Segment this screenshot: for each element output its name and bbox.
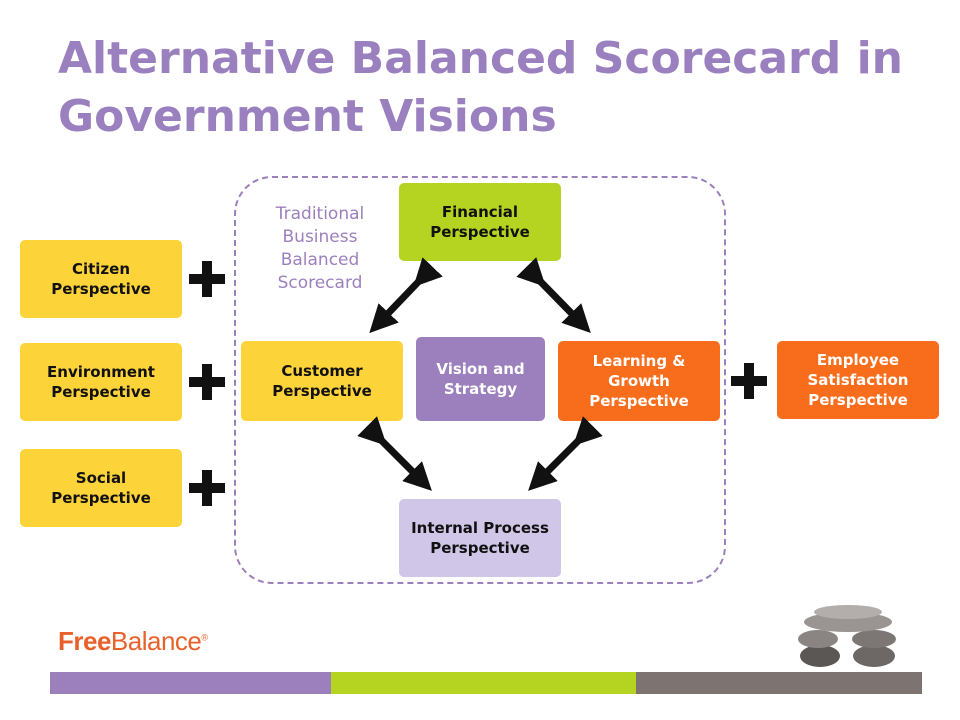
logo-text-balance: Balance bbox=[110, 626, 202, 656]
traditional-scorecard-label: Traditional Business Balanced Scorecard bbox=[275, 204, 365, 293]
footer-bar-gray bbox=[636, 672, 922, 694]
slide-title: Alternative Balanced Scorecard in Govern… bbox=[58, 33, 903, 142]
plus-icon bbox=[189, 261, 225, 297]
learning-growth-perspective-box: Learning & Growth Perspective bbox=[558, 341, 720, 421]
footer-bar-green bbox=[331, 672, 636, 694]
plus-icon bbox=[189, 364, 225, 400]
plus-icon bbox=[731, 363, 767, 399]
citizen-perspective-box: Citizen Perspective bbox=[20, 240, 182, 318]
footer-bar-purple bbox=[50, 672, 331, 694]
environment-perspective-box: Environment Perspective bbox=[20, 343, 182, 421]
internal-process-perspective-box: Internal Process Perspective bbox=[399, 499, 561, 577]
double-arrow-icon bbox=[369, 257, 443, 334]
social-perspective-box: Social Perspective bbox=[20, 449, 182, 527]
double-arrow-icon bbox=[357, 416, 432, 491]
logo-registered-mark: ® bbox=[201, 632, 208, 643]
double-arrow-icon bbox=[516, 257, 591, 334]
logo-text-free: Free bbox=[58, 626, 111, 656]
employee-satisfaction-perspective-box: Employee Satisfaction Perspective bbox=[777, 341, 939, 419]
plus-icon bbox=[189, 470, 225, 506]
freebalance-logo: FreeBalance® bbox=[58, 626, 208, 657]
financial-perspective-box: Financial Perspective bbox=[399, 183, 561, 261]
stones-icon bbox=[798, 605, 896, 667]
traditional-scorecard-frame bbox=[234, 176, 726, 584]
double-arrow-icon bbox=[528, 416, 603, 491]
customer-perspective-box: Customer Perspective bbox=[241, 341, 403, 421]
vision-strategy-box: Vision and Strategy bbox=[416, 337, 545, 421]
